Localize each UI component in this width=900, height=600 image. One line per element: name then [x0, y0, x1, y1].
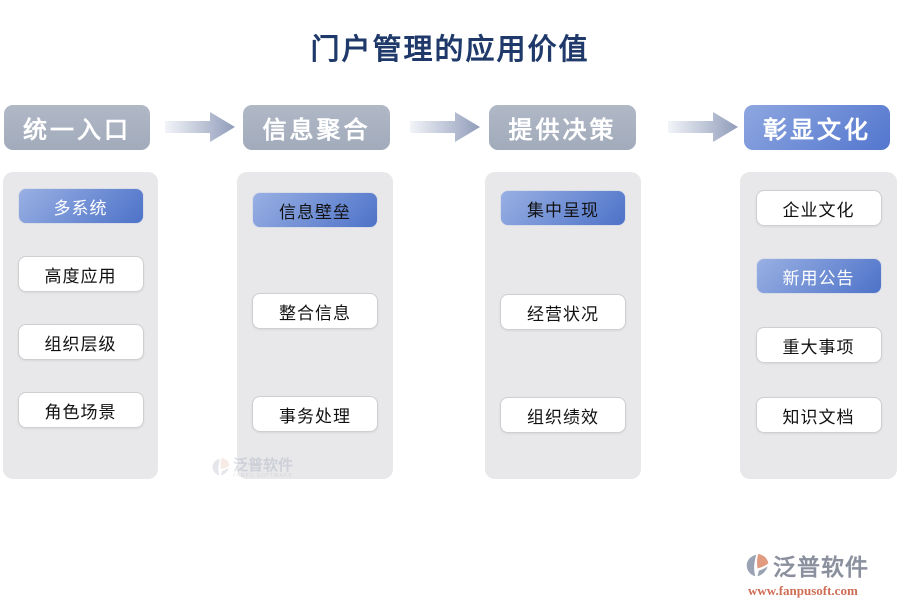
fanpu-watermark-icon [212, 458, 230, 476]
stage-header-culture-display: 彰显文化 [744, 105, 890, 150]
arrow-right-icon [165, 112, 235, 142]
fanpu-logo: 泛普软件 www.fanpusoft.com [746, 548, 894, 599]
item-org-performance: 组织绩效 [500, 397, 626, 433]
column-info-aggregation: 信息壁垒 整合信息 事务处理 [237, 172, 393, 479]
watermark: 泛普软件 FANPU SOFTWARE [212, 457, 322, 479]
fanpu-logo-url: www.fanpusoft.com [748, 583, 858, 598]
item-role-scenario: 角色场景 [17, 392, 144, 428]
arrow-right-icon [410, 112, 480, 142]
item-knowledge-docs: 知识文档 [755, 397, 882, 433]
page-title: 门户管理的应用价值 [310, 34, 590, 66]
stage-header-info-aggregation: 信息聚合 [243, 105, 390, 150]
watermark-subtext: FANPU SOFTWARE [233, 473, 293, 479]
item-major-events: 重大事项 [755, 327, 882, 363]
item-business-status: 经营状况 [500, 294, 626, 330]
item-corporate-culture: 企业文化 [755, 190, 882, 226]
item-transaction-handling: 事务处理 [252, 396, 378, 432]
fanpu-logo-text: 泛普软件 [773, 555, 869, 580]
item-info-barrier: 信息壁垒 [252, 192, 378, 228]
fanpu-logo-icon [746, 553, 769, 576]
item-integrate-info: 整合信息 [252, 293, 378, 329]
arrow-right-icon [668, 112, 738, 142]
stage-header-decision-support: 提供决策 [489, 105, 636, 150]
item-centralized-display: 集中呈现 [500, 190, 626, 226]
column-decision-support: 集中呈现 经营状况 组织绩效 [485, 172, 641, 479]
item-news-announcement: 新用公告 [755, 258, 882, 294]
stage-header-unified-entry: 统一入口 [4, 105, 150, 150]
column-culture-display: 企业文化 新用公告 重大事项 知识文档 [740, 172, 897, 479]
item-org-hierarchy: 组织层级 [17, 324, 144, 360]
column-unified-entry: 多系统 高度应用 组织层级 角色场景 [3, 172, 158, 479]
item-high-application: 高度应用 [17, 256, 144, 292]
item-multi-system: 多系统 [17, 188, 144, 224]
watermark-text: 泛普软件 [233, 456, 294, 474]
